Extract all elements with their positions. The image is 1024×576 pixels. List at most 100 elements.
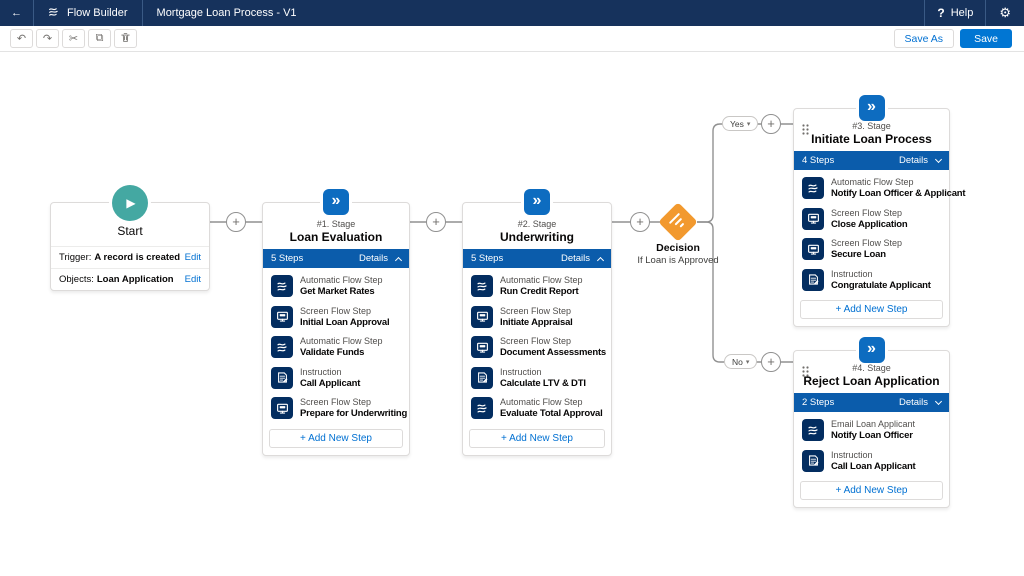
stage-card[interactable]: » #3. Stage Initiate Loan Process 4 Step… <box>793 95 966 327</box>
add-element-button[interactable]: + <box>761 352 781 372</box>
stage-card[interactable]: » #1. Stage Loan Evaluation 5 Steps Deta… <box>262 189 410 456</box>
save-as-button[interactable]: Save As <box>893 29 955 48</box>
decision-node[interactable] <box>658 202 698 242</box>
add-new-step-button[interactable]: + Add New Step <box>469 428 605 448</box>
back-icon: ← <box>11 7 22 19</box>
step-name: Document Assessments <box>500 347 606 358</box>
step-row[interactable]: Instruction Calculate LTV & DTI <box>469 363 605 394</box>
stage-double-chevron-icon[interactable]: » <box>524 189 550 215</box>
step-row[interactable]: Automatic Flow Step Evaluate Total Appro… <box>469 393 605 424</box>
delete-icon <box>120 32 131 46</box>
details-chevron-icon <box>596 256 605 264</box>
flow-canvas[interactable]: + + + + + ▶ Start Trigger: A record is c… <box>0 52 1024 576</box>
step-row[interactable]: Screen Flow Step Document Assessments <box>469 332 606 363</box>
trigger-value: A record is created <box>94 252 181 263</box>
header-divider <box>33 0 34 26</box>
stage-title: Reject Loan Application <box>803 374 940 388</box>
step-type: Instruction <box>300 366 342 377</box>
branch-pill-no[interactable]: No ▾ <box>724 354 758 369</box>
step-row[interactable]: Instruction Call Applicant <box>269 363 403 394</box>
step-row[interactable]: Automatic Flow Step Notify Loan Officer … <box>800 173 966 204</box>
chevron-down-icon: ▾ <box>745 358 750 366</box>
step-row[interactable]: Automatic Flow Step Validate Funds <box>269 332 403 363</box>
settings-button[interactable]: ⚙ <box>986 0 1024 26</box>
step-type: Screen Flow Step <box>300 305 372 316</box>
stage-header: #1. Stage Loan Evaluation <box>263 203 409 249</box>
add-new-step-button[interactable]: + Add New Step <box>800 300 943 319</box>
help-label: Help <box>950 7 974 19</box>
undo-button[interactable]: ↶ <box>10 29 33 48</box>
delete-button[interactable] <box>114 29 137 48</box>
step-row[interactable]: Instruction Congratulate Applicant <box>800 265 943 296</box>
step-row[interactable]: Screen Flow Step Secure Loan <box>800 234 943 265</box>
details-chevron-icon <box>394 256 403 264</box>
stage-double-chevron-icon[interactable]: » <box>323 189 349 215</box>
plus-icon: + <box>232 214 240 229</box>
step-row[interactable]: Screen Flow Step Initial Loan Approval <box>269 302 403 333</box>
step-list: Automatic Flow Step Notify Loan Officer … <box>794 170 966 296</box>
cut-button[interactable]: ✂ <box>62 29 85 48</box>
start-play-button[interactable]: ▶ <box>112 185 148 221</box>
step-row[interactable]: Screen Flow Step Close Application <box>800 204 943 235</box>
plus-icon: + <box>767 116 775 131</box>
step-row[interactable]: Email Loan Applicant Notify Loan Officer <box>800 415 943 446</box>
redo-icon: ↷ <box>42 33 53 45</box>
step-name: Get Market Rates <box>300 286 375 297</box>
edit-trigger-link[interactable]: Edit <box>184 252 201 263</box>
screen-step-icon <box>471 336 493 359</box>
step-name: Initial Loan Approval <box>300 316 390 328</box>
save-button[interactable]: Save <box>960 29 1012 48</box>
step-type: Automatic Flow Step <box>300 336 383 346</box>
screen-step-icon <box>271 305 293 328</box>
edit-toolbar: ↶ ↷ ✂ ⧉ Save As Save <box>0 26 1024 52</box>
stage-details-bar[interactable]: 4 Steps Details <box>794 151 949 170</box>
instruction-step-icon <box>471 366 493 389</box>
flow-step-icon <box>802 177 824 200</box>
add-new-step-button[interactable]: + Add New Step <box>269 428 403 448</box>
step-row[interactable]: Automatic Flow Step Run Credit Report <box>469 271 605 302</box>
edit-objects-link[interactable]: Edit <box>184 274 201 285</box>
step-row[interactable]: Screen Flow Step Prepare for Underwritin… <box>269 393 407 424</box>
drag-handle-icon[interactable] <box>802 364 809 382</box>
start-title: Start <box>117 224 143 238</box>
step-name: Call Loan Applicant <box>831 460 916 472</box>
help-button[interactable]: ? Help <box>925 0 985 26</box>
branch-label: Yes <box>730 118 744 129</box>
step-type: Instruction <box>500 366 542 377</box>
back-button[interactable]: ← <box>0 0 33 26</box>
details-label: Details <box>358 253 388 264</box>
add-element-button[interactable]: + <box>761 114 781 134</box>
stage-title: Underwriting <box>500 230 574 244</box>
step-name: Evaluate Total Approval <box>500 408 603 419</box>
step-name: Initiate Appraisal <box>500 316 573 328</box>
step-row[interactable]: Screen Flow Step Initiate Appraisal <box>469 302 605 333</box>
branch-pill-yes[interactable]: Yes ▾ <box>722 116 759 131</box>
stage-double-chevron-icon[interactable]: » <box>858 337 885 363</box>
redo-button[interactable]: ↷ <box>36 29 59 48</box>
add-element-button[interactable]: + <box>426 212 446 232</box>
step-name: Run Credit Report <box>500 286 579 297</box>
step-row[interactable]: Instruction Call Loan Applicant <box>800 446 943 477</box>
stage-details-bar[interactable]: 5 Steps Details <box>263 249 409 268</box>
add-element-button[interactable]: + <box>226 212 246 232</box>
stage-double-chevron-icon[interactable]: » <box>858 95 885 121</box>
screen-step-icon <box>471 305 493 328</box>
stage-details-bar[interactable]: 5 Steps Details <box>463 249 611 268</box>
step-type: Automatic Flow Step <box>300 275 383 285</box>
start-node[interactable]: ▶ Start Trigger: A record is created Edi… <box>50 185 210 291</box>
stage-details-bar[interactable]: 2 Steps Details <box>794 393 949 412</box>
step-row[interactable]: Automatic Flow Step Get Market Rates <box>269 271 403 302</box>
add-element-button[interactable]: + <box>630 212 650 232</box>
gear-icon: ⚙ <box>999 5 1011 20</box>
step-type: Instruction <box>831 268 873 279</box>
step-name: Notify Loan Officer & Applicant <box>831 188 966 199</box>
add-new-step-button[interactable]: + Add New Step <box>800 481 943 500</box>
stage-header: #3. Stage Initiate Loan Process <box>794 109 949 151</box>
steps-count: 4 Steps <box>802 155 835 166</box>
drag-handle-icon[interactable] <box>802 122 809 140</box>
steps-count: 5 Steps <box>471 253 504 264</box>
flow-step-icon <box>802 419 824 442</box>
copy-button[interactable]: ⧉ <box>88 29 111 48</box>
stage-card[interactable]: » #4. Stage Reject Loan Application 2 St… <box>793 337 950 508</box>
stage-card[interactable]: » #2. Stage Underwriting 5 Steps Details… <box>462 189 612 456</box>
